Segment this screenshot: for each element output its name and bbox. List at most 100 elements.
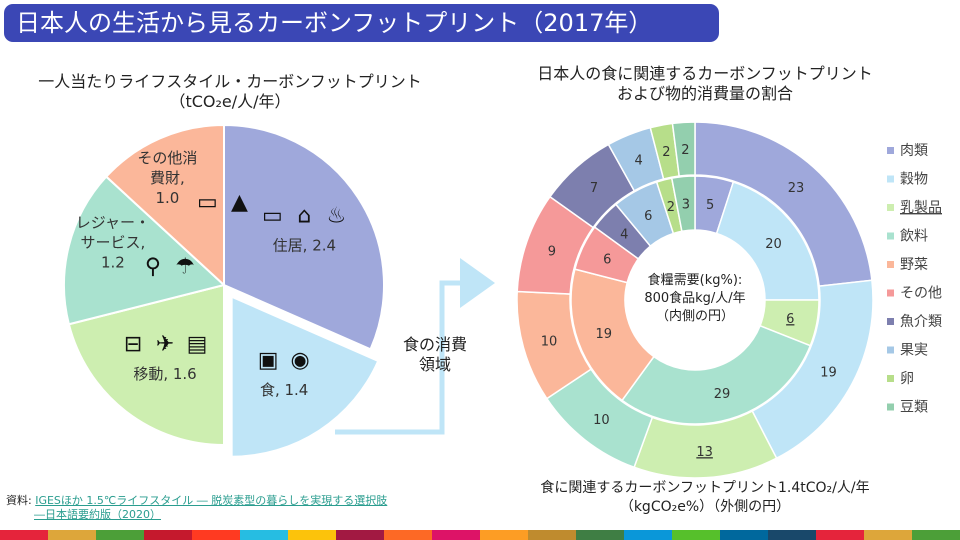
bottom-caption-line2: （kgCO₂e%）（外側の円） bbox=[619, 499, 791, 515]
legend-label: 卵 bbox=[900, 371, 914, 387]
sdg-color-block bbox=[528, 530, 576, 540]
inner-ring-value-label: 19 bbox=[595, 327, 612, 342]
fast-food-icon: ▣ bbox=[258, 348, 279, 373]
outer-ring-value-label: 7 bbox=[590, 181, 598, 196]
inner-ring-segment bbox=[670, 175, 696, 233]
source-link-line2[interactable]: ―日本語要約版（2020） bbox=[34, 508, 161, 521]
inner-ring-value-label: 29 bbox=[714, 387, 731, 402]
page-title: 日本人の生活から見るカーボンフットプリント（2017年） bbox=[4, 4, 719, 42]
sdg-color-strip bbox=[0, 530, 960, 540]
pie-slice-label: その他消費財,1.0 bbox=[137, 149, 197, 207]
legend-swatch bbox=[887, 232, 894, 240]
sdg-color-block bbox=[288, 530, 336, 540]
toilet-icon: ♨ bbox=[327, 203, 347, 228]
source-link[interactable]: IGESほか 1.5℃ライフスタイル ― 脱炭素型の暮らしを実現する選択肢 bbox=[35, 494, 388, 507]
legend-label: 野菜 bbox=[900, 257, 928, 273]
sdg-color-block bbox=[672, 530, 720, 540]
legend-label: 乳製品 bbox=[900, 200, 942, 216]
inner-ring-value-label: 6 bbox=[603, 253, 611, 268]
pie-slice bbox=[67, 283, 225, 447]
tv-icon: ▭ bbox=[197, 190, 218, 215]
sdg-color-block bbox=[768, 530, 816, 540]
arrow-label-line1: 食の消費 bbox=[402, 335, 467, 354]
legend-swatch bbox=[887, 403, 894, 411]
sdg-color-block bbox=[336, 530, 384, 540]
sdg-color-block bbox=[720, 530, 768, 540]
inner-ring-segment bbox=[621, 324, 812, 425]
outer-ring-value-label: 4 bbox=[635, 153, 643, 168]
pie-slice bbox=[223, 123, 385, 351]
legend-label: 豆類 bbox=[900, 400, 928, 416]
outer-ring-value-label: 10 bbox=[541, 334, 558, 349]
legend-swatch bbox=[887, 147, 894, 154]
inner-ring-value-label: 3 bbox=[682, 197, 690, 212]
legend-swatch bbox=[887, 261, 894, 268]
sdg-color-block bbox=[192, 530, 240, 540]
legend-swatch bbox=[887, 346, 894, 354]
airplane-icon: ✈ bbox=[156, 332, 174, 357]
outer-ring-value-label: 2 bbox=[662, 145, 670, 160]
pie-chart-title: 一人当たりライフスタイル・カーボンフットプリント （tCO₂e/人/年） bbox=[10, 72, 450, 112]
donut-bottom-caption: 食に関連するカーボンフットプリント1.4tCO₂/人/年 （kgCO₂e%）（外… bbox=[515, 479, 895, 517]
sdg-color-block bbox=[912, 530, 960, 540]
sdg-color-block bbox=[48, 530, 96, 540]
inner-ring-value-label: 6 bbox=[644, 209, 652, 224]
pie-slice-group: レジャー・サービス,1.2⚲ ☂ bbox=[63, 175, 227, 326]
footprint-pie: 住居, 2.4▭⌂♨食, 1.4▣◉移動, 1.6⊟✈▤レジャー・サービス,1.… bbox=[63, 123, 385, 458]
sdg-color-block bbox=[480, 530, 528, 540]
outer-ring-value-label: 13 bbox=[696, 445, 713, 460]
arrow-label-line2: 領域 bbox=[418, 355, 451, 374]
inner-ring-value-label: 6 bbox=[786, 312, 794, 327]
arrow-connector bbox=[335, 258, 495, 435]
legend-swatch bbox=[887, 289, 894, 297]
pie-slice-label: 住居, 2.4 bbox=[273, 236, 336, 254]
donut-center-text: （内側の円） bbox=[656, 308, 734, 324]
sdg-color-block bbox=[384, 530, 432, 540]
food-consumption-label: 食の消費 領域 bbox=[395, 335, 475, 375]
sdg-color-block bbox=[240, 530, 288, 540]
donut-center-text: 800食品kg/人/年 bbox=[644, 290, 745, 306]
pie-title-line1: 一人当たりライフスタイル・カーボンフットプリント bbox=[38, 72, 422, 91]
outer-ring-value-label: 9 bbox=[548, 244, 556, 259]
sdg-color-block bbox=[816, 530, 864, 540]
bottom-caption-line1: 食に関連するカーボンフットプリント1.4tCO₂/人/年 bbox=[540, 480, 870, 496]
sdg-color-block bbox=[144, 530, 192, 540]
sdg-color-block bbox=[624, 530, 672, 540]
pie-slice bbox=[230, 295, 380, 458]
pie-slice-label: レジャー・サービス,1.2 bbox=[76, 213, 150, 271]
inner-ring-value-label: 2 bbox=[667, 200, 675, 215]
sdg-color-block bbox=[0, 530, 48, 540]
pie-slice-group: その他消費財,1.0▭▲ bbox=[104, 123, 248, 288]
pie-slice bbox=[63, 175, 227, 326]
pie-slice-group: 食, 1.4 ▣ ◉ bbox=[230, 295, 380, 458]
legend-swatch bbox=[887, 204, 894, 211]
battery-icon: ▭ bbox=[262, 203, 283, 228]
pie-slice-group: 住居, 2.4 ▭ ⌂ ♨ bbox=[223, 123, 385, 351]
pie-slice-group: 移動, 1.6⊟✈▤ bbox=[67, 283, 225, 447]
train-icon: ▤ bbox=[187, 332, 208, 357]
legend-label: 飲料 bbox=[900, 229, 928, 245]
donut-chart-title: 日本人の食に関連するカーボンフットプリント および物的消費量の割合 bbox=[505, 64, 905, 104]
legend-swatch bbox=[887, 375, 894, 382]
donut-title-line2: および物的消費量の割合 bbox=[616, 84, 793, 103]
legend-label: 魚介類 bbox=[900, 314, 942, 330]
source-prefix: 資料: bbox=[6, 494, 32, 507]
house-icon: ⌂ bbox=[297, 203, 311, 228]
sdg-color-block bbox=[432, 530, 480, 540]
donut-center-text: 食糧需要(kg%): bbox=[648, 272, 743, 288]
legend-label: その他 bbox=[900, 286, 942, 302]
dining-icon: ◉ bbox=[291, 348, 310, 373]
donut-center bbox=[626, 231, 764, 369]
sdg-color-block bbox=[864, 530, 912, 540]
pie-slice-label: 食, 1.4 bbox=[260, 381, 308, 399]
outer-ring-value-label: 2 bbox=[681, 143, 689, 158]
outer-ring-value-label: 19 bbox=[820, 366, 837, 381]
beach-icon: ☂ bbox=[175, 254, 195, 279]
legend-swatch bbox=[887, 318, 894, 325]
source-note: 資料: IGESほか 1.5℃ライフスタイル ― 脱炭素型の暮らしを実現する選択… bbox=[6, 494, 387, 522]
hiking-icon: ⚲ bbox=[145, 254, 161, 279]
sdg-color-block bbox=[576, 530, 624, 540]
